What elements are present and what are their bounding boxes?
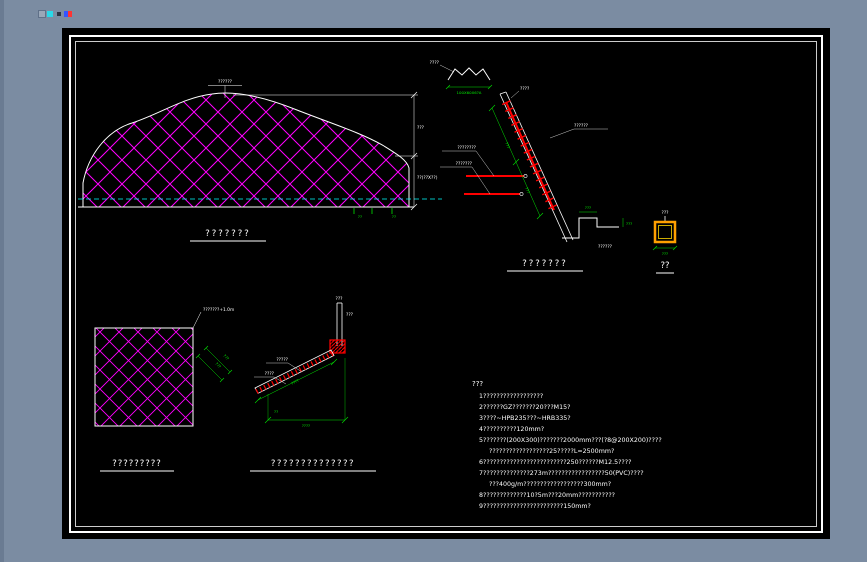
note-line: 7??????????????273m?????????????????50(P… xyxy=(479,470,644,477)
dimension-ticks xyxy=(264,416,349,424)
anchor-head xyxy=(523,174,528,178)
dimension-ticks xyxy=(195,345,233,383)
notes-block: ??? 1?????????????????? 2??????GZ???????… xyxy=(472,380,662,510)
baseline-tick-label: ?? xyxy=(392,214,396,219)
callout-leader xyxy=(475,150,495,177)
note-line: 9????????????????????????150mm? xyxy=(479,503,591,510)
plate-outline xyxy=(653,220,677,244)
bar-callout-label: ???? xyxy=(265,371,275,377)
note-line: ??????????????????25?????L=2500mm? xyxy=(489,448,614,455)
section-title: ??????? xyxy=(522,259,568,269)
horizontal-dim-label: ???? xyxy=(302,423,310,428)
desktop-artifact-icon xyxy=(38,10,46,18)
notes-title: ??? xyxy=(472,380,483,388)
baseline-tick-label: ?? xyxy=(358,214,362,219)
desktop-artifact-cyan-icon xyxy=(47,11,53,17)
anchor-section-view: 100X60X6?A ???? ???? ???????? ??????? ??… xyxy=(430,60,632,272)
note-line: 3????~HPB235???~HRB335? xyxy=(479,415,571,422)
mesh-callout-label: ?????? xyxy=(218,79,233,85)
ground-step-profile xyxy=(562,217,619,239)
callout-leader xyxy=(439,64,455,73)
anchor-callout-label: ???????? xyxy=(457,145,476,151)
step-dim-label: ??? xyxy=(626,221,632,226)
mesh-dim-line xyxy=(205,347,231,373)
plate-detail-title: ?? xyxy=(660,261,669,271)
plate-dim-label: ??? xyxy=(662,251,668,256)
plate-detail-view: ??? ??? ?? xyxy=(652,210,678,274)
note-line: 1?????????????????? xyxy=(479,393,543,400)
desktop-artifact-red-icon xyxy=(68,11,72,17)
note-line: 8?????????????10?5m???20mm??????????? xyxy=(479,492,615,499)
anchor-bar-red xyxy=(505,101,555,211)
post-top-label: ??? xyxy=(336,296,344,302)
bar-callout-label: ????? xyxy=(276,357,288,363)
note-line: ???400g/m??????????????????300mm? xyxy=(489,481,611,488)
drawing-frame-inner xyxy=(75,41,817,527)
plate-inner-outline xyxy=(658,225,672,239)
angle-label: ?? xyxy=(274,409,278,414)
post-side-label: ??? xyxy=(346,312,354,318)
slope-face-line xyxy=(505,91,574,241)
mesh-dim-label: ??? xyxy=(214,361,222,369)
slope-face-line xyxy=(499,93,568,243)
face-callout-label: ?????? xyxy=(574,123,589,129)
mesh-size-label: ??(??X??) xyxy=(417,175,438,181)
callout-leader xyxy=(549,128,575,139)
mesh-dim-line xyxy=(197,355,223,381)
callout-leader xyxy=(192,311,202,329)
slope-face-cap xyxy=(499,91,507,95)
desktop-edge xyxy=(0,0,4,562)
callout-leader xyxy=(471,166,491,195)
slope-dim-label: ??? xyxy=(504,141,511,149)
anchor-head xyxy=(519,192,524,196)
incline-dim-line xyxy=(257,361,335,401)
mesh-panel xyxy=(94,327,194,427)
anchor-node xyxy=(329,339,346,354)
face-top-label: ???? xyxy=(520,86,530,92)
desktop-artifact-blue-icon xyxy=(64,11,68,17)
note-line: 2??????GZ???????20???M15? xyxy=(479,404,570,411)
elevation-title: ??????? xyxy=(205,229,251,239)
slope-outline-with-mesh xyxy=(82,92,410,208)
cad-viewport[interactable]: ?? ?? ?????? ??? ??(??X??) ??????? 100X6… xyxy=(62,28,830,539)
callout-leader xyxy=(273,376,287,385)
mesh-panel-view: ???????+1.0m ??? ??? ????????? xyxy=(94,307,234,472)
note-line: 4??????????120mm? xyxy=(479,426,544,433)
height-dim-label: ??? xyxy=(417,125,425,131)
plate-dim-label: 100X60X6?A xyxy=(457,90,482,95)
callout-leader xyxy=(287,362,303,373)
anchor-bar-hatch xyxy=(255,351,334,394)
dimension-ticks xyxy=(652,245,678,251)
slope-elevation-view: ?? ?? ?????? ??? ??(??X??) ??????? xyxy=(78,79,442,242)
note-line: 6?????????????????????????250??????M12.5… xyxy=(479,459,631,466)
cad-drawing: ?? ?? ?????? ??? ??(??X??) ??????? 100X6… xyxy=(69,35,823,533)
anchor-bar-detail-view: ??? ??? ????? ???? ???? ???? ?? ????????… xyxy=(250,296,376,472)
dimension-ticks xyxy=(445,84,493,90)
desktop-artifact-dot-icon xyxy=(57,12,61,16)
slope-dim-label: ??? xyxy=(524,186,531,194)
anchor-detail-title: ?????????????? xyxy=(271,459,355,469)
anchor-callout-label: ??????? xyxy=(456,161,473,167)
bent-plate-profile xyxy=(447,67,491,81)
mesh-callout-label: ???????+1.0m xyxy=(203,307,234,313)
note-line: 5???????(200X300)???????2000mm???(?8@200… xyxy=(479,436,662,444)
dimension-ticks xyxy=(410,91,418,211)
plate-callout-label: ???? xyxy=(430,60,440,66)
dimension-ticks xyxy=(254,358,338,404)
mesh-dim-label: ??? xyxy=(222,353,230,361)
dimension-ticks xyxy=(488,104,544,220)
mesh-panel-title: ????????? xyxy=(112,459,162,469)
drawing-frame-outer xyxy=(69,35,823,533)
detail-top-label: ??? xyxy=(662,210,670,216)
step-dim-label: ??? xyxy=(585,205,591,210)
incline-dim-label: ???? xyxy=(290,378,300,386)
callout-leader xyxy=(510,90,520,99)
step-callout-label: ?????? xyxy=(598,244,613,250)
